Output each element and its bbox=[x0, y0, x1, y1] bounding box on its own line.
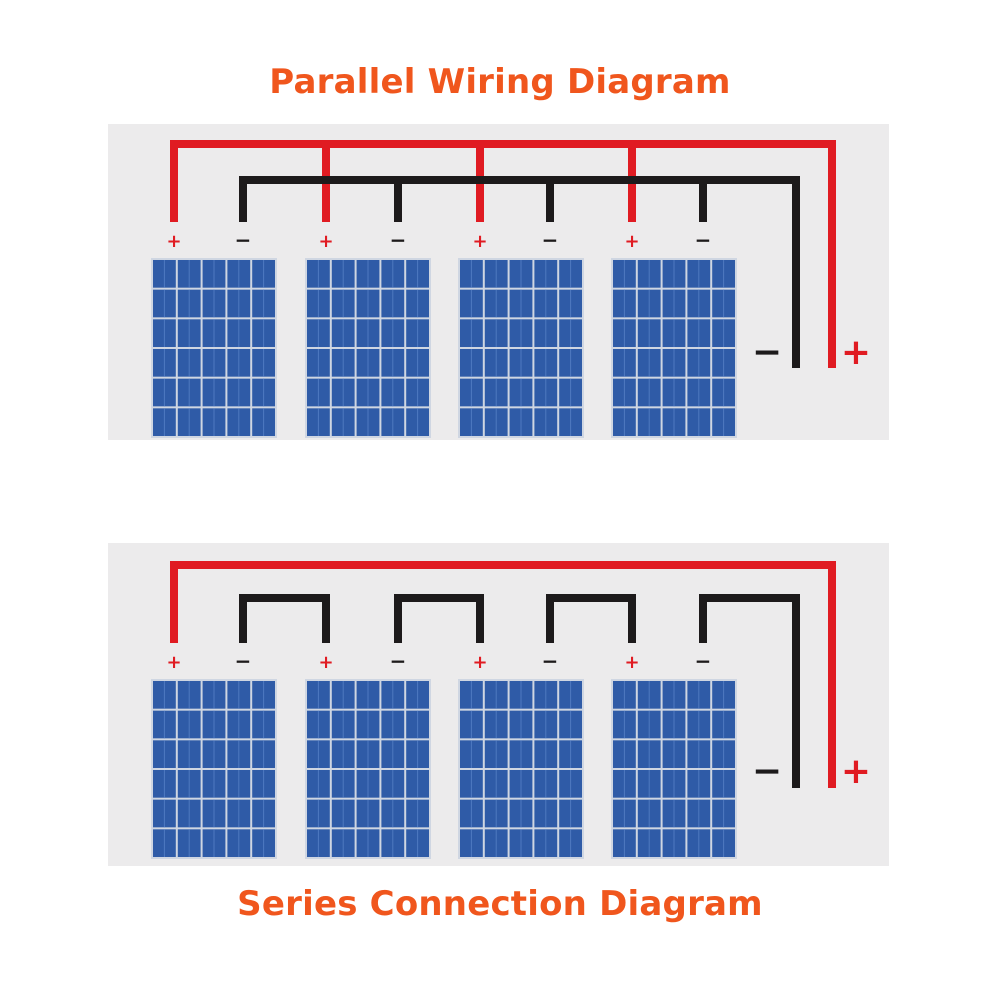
parallel-terminal-minus: − bbox=[235, 228, 252, 252]
series-negative-output-wire bbox=[699, 594, 800, 788]
parallel-terminal-plus: + bbox=[472, 231, 487, 252]
series-wiring-diagram: + − + − + − + − − + bbox=[151, 561, 871, 859]
parallel-wiring-diagram: + − + − + − + − − + bbox=[151, 140, 871, 438]
series-output-positive-label: + bbox=[841, 751, 871, 792]
series-terminal-minus: − bbox=[235, 649, 252, 673]
series-terminal-plus: + bbox=[624, 652, 639, 673]
parallel-diagram-title: Parallel Wiring Diagram bbox=[269, 62, 731, 102]
series-jumper-wire bbox=[239, 594, 330, 643]
series-positive-main-wire bbox=[170, 561, 836, 788]
parallel-negative-bus-wire bbox=[239, 176, 800, 368]
series-solar-panel-4 bbox=[611, 679, 737, 859]
parallel-output-negative-label: − bbox=[752, 332, 782, 373]
series-output-negative-label: − bbox=[752, 751, 782, 792]
series-solar-panel-2 bbox=[305, 679, 431, 859]
parallel-output-positive-label: + bbox=[841, 332, 871, 373]
series-terminal-plus: + bbox=[318, 652, 333, 673]
series-terminal-plus: + bbox=[166, 652, 181, 673]
series-jumper-wire bbox=[394, 594, 484, 643]
parallel-terminal-plus: + bbox=[166, 231, 181, 252]
parallel-terminal-plus: + bbox=[624, 231, 639, 252]
series-diagram-title: Series Connection Diagram bbox=[237, 884, 763, 924]
parallel-terminal-minus: − bbox=[542, 228, 559, 252]
parallel-solar-panel-2 bbox=[305, 258, 431, 438]
parallel-solar-panel-1 bbox=[151, 258, 277, 438]
parallel-terminal-plus: + bbox=[318, 231, 333, 252]
series-jumper-wire bbox=[546, 594, 636, 643]
parallel-solar-panel-4 bbox=[611, 258, 737, 438]
parallel-terminal-minus: − bbox=[390, 228, 407, 252]
series-terminal-minus: − bbox=[542, 649, 559, 673]
series-solar-panel-3 bbox=[458, 679, 584, 859]
parallel-terminal-minus: − bbox=[695, 228, 712, 252]
series-terminal-minus: − bbox=[390, 649, 407, 673]
parallel-positive-bus-wire bbox=[170, 140, 836, 368]
series-solar-panel-1 bbox=[151, 679, 277, 859]
series-terminal-minus: − bbox=[695, 649, 712, 673]
series-terminal-plus: + bbox=[472, 652, 487, 673]
parallel-solar-panel-3 bbox=[458, 258, 584, 438]
